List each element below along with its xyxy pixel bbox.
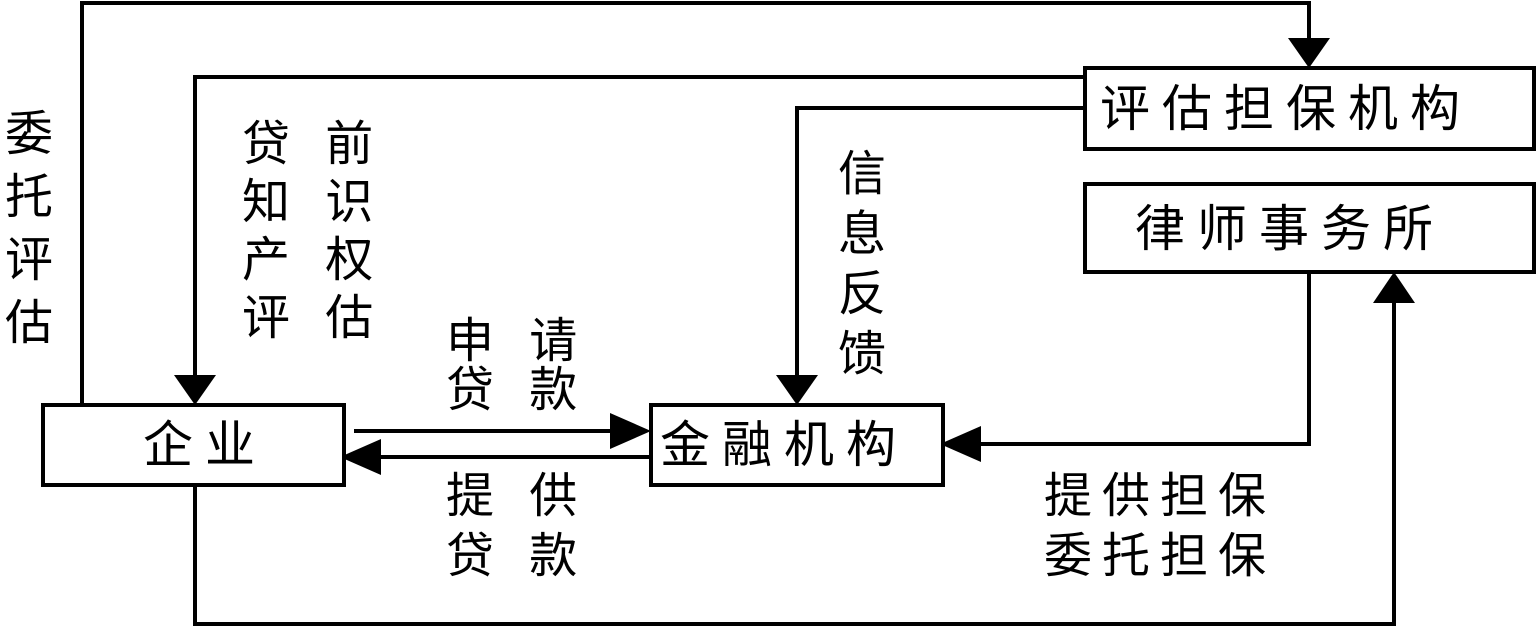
connector-enterprise-to-lawfirm	[193, 303, 1396, 626]
connector-enterprise-to-evaluation	[80, 1, 1311, 405]
edge-label-provide-loan: 提 供 贷 款	[446, 468, 587, 584]
edge-label-line: 评	[5, 232, 63, 288]
edge-label-info-feedback: 信 息 反 馈	[838, 146, 896, 382]
edge-label-guarantee: 提供担保 委托担保	[1044, 468, 1276, 584]
edge-label-line: 息	[838, 206, 896, 262]
connector-lawfirm-to-financial	[978, 272, 1311, 446]
arrowhead-left-enterprise	[340, 439, 381, 475]
node-enterprise: 企业	[41, 403, 346, 487]
edge-label-apply-loan: 申 请 贷 款	[446, 313, 587, 418]
edge-label-line: 提 供	[446, 468, 587, 524]
node-financial: 金融机构	[649, 403, 945, 487]
node-law-firm: 律师事务所	[1083, 182, 1536, 274]
edge-label-line: 估	[5, 295, 63, 351]
edge-label-line: 委托担保	[1044, 528, 1276, 584]
edge-label-entrust-evaluation: 委 托 评 估	[5, 106, 63, 351]
edge-label-line: 提供担保	[1044, 468, 1276, 524]
edge-label-line: 贷 款	[446, 362, 587, 418]
arrowhead-down-evaluation	[1288, 38, 1330, 68]
edge-label-line: 申 请	[446, 313, 587, 369]
connector-evaluation-to-enterprise	[193, 75, 1085, 378]
node-law-firm-label: 律师事务所	[1135, 200, 1445, 258]
edge-label-line: 贷 前	[242, 116, 383, 172]
edge-label-line: 贷 款	[446, 528, 587, 584]
edge-label-line: 信	[838, 146, 896, 202]
arrowhead-right-financial	[610, 413, 651, 449]
edge-label-line: 委	[5, 106, 63, 162]
edge-label-pre-loan-ip-evaluation: 贷 前 知 识 产 权 评 估	[242, 116, 383, 346]
arrowhead-up-lawfirm	[1373, 272, 1415, 303]
edge-label-line: 托	[5, 169, 63, 225]
node-enterprise-label: 企业	[143, 416, 267, 474]
edge-label-line: 评 估	[242, 290, 383, 346]
node-evaluation-label: 评估担保机构	[1100, 80, 1472, 138]
edge-label-line: 产 权	[242, 232, 383, 288]
arrowhead-left-financial	[940, 426, 981, 462]
arrowhead-down-enterprise	[174, 375, 216, 405]
node-evaluation: 评估担保机构	[1083, 66, 1536, 151]
node-financial-label: 金融机构	[660, 416, 908, 474]
arrowhead-down-financial	[776, 375, 818, 405]
edge-label-line: 知 识	[242, 174, 383, 230]
connector-evaluation-to-financial	[795, 106, 1085, 378]
edge-label-line: 反	[838, 266, 896, 322]
edge-label-line: 馈	[838, 326, 896, 382]
